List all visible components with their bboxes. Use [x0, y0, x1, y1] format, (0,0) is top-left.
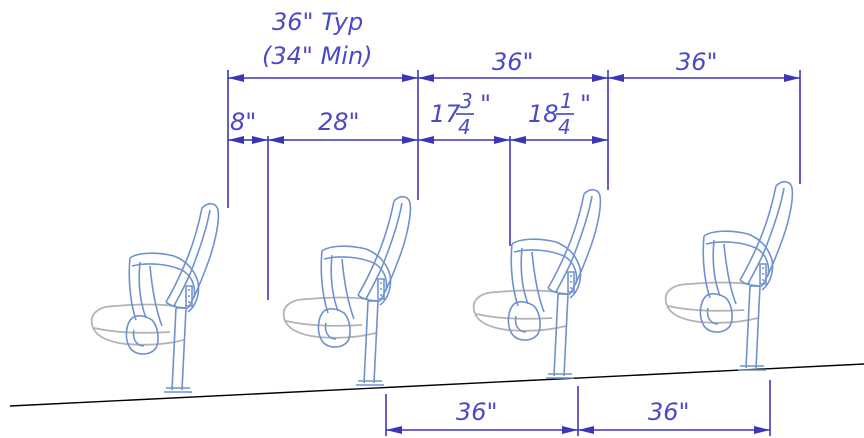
fraction-denominator: 4 — [458, 115, 471, 139]
arrowhead — [592, 136, 608, 144]
arrowhead — [578, 426, 594, 434]
arrowhead — [608, 74, 624, 82]
dim-label-spacing-3: 36" — [676, 48, 718, 76]
dim-label-offset-28: 28" — [318, 108, 360, 136]
arrowhead — [268, 136, 284, 144]
dim-label-spacing-2: 36" — [492, 48, 534, 76]
fraction-numerator: 3 — [460, 89, 473, 113]
sloped-floor-line — [9, 363, 864, 407]
dim-label-offset-8: 8" — [230, 108, 256, 136]
seat-4 — [664, 180, 794, 371]
inch-mark: " — [580, 90, 591, 118]
seat-1 — [90, 202, 220, 393]
fraction-whole: 18 — [528, 100, 559, 128]
arrowhead — [754, 426, 770, 434]
arrowhead — [562, 426, 578, 434]
arrowhead — [592, 74, 608, 82]
dim-label-min: (34" Min) — [262, 42, 373, 70]
arrowhead — [510, 136, 526, 144]
seat-3 — [472, 188, 602, 379]
arrowhead — [418, 136, 434, 144]
arrowhead — [784, 74, 800, 82]
arrowhead — [402, 74, 418, 82]
dim-label-18-1-4: 18 1 4 " — [528, 89, 591, 139]
dim-label-typ: 36" Typ — [272, 8, 363, 36]
arrowhead — [418, 74, 434, 82]
dim-label-bottom-1: 36" — [456, 398, 498, 426]
arrowhead — [228, 74, 244, 82]
fraction-denominator: 4 — [558, 115, 571, 139]
dim-label-bottom-2: 36" — [648, 398, 690, 426]
dim-label-17-3-4: 17 3 4 " — [430, 89, 491, 139]
arrowhead — [228, 136, 244, 144]
fraction-numerator: 1 — [560, 89, 573, 113]
inch-mark: " — [480, 90, 491, 118]
arrowhead — [386, 426, 402, 434]
arrowhead — [402, 136, 418, 144]
arrowhead — [494, 136, 510, 144]
arrowhead — [252, 136, 268, 144]
seat-2 — [282, 195, 412, 386]
